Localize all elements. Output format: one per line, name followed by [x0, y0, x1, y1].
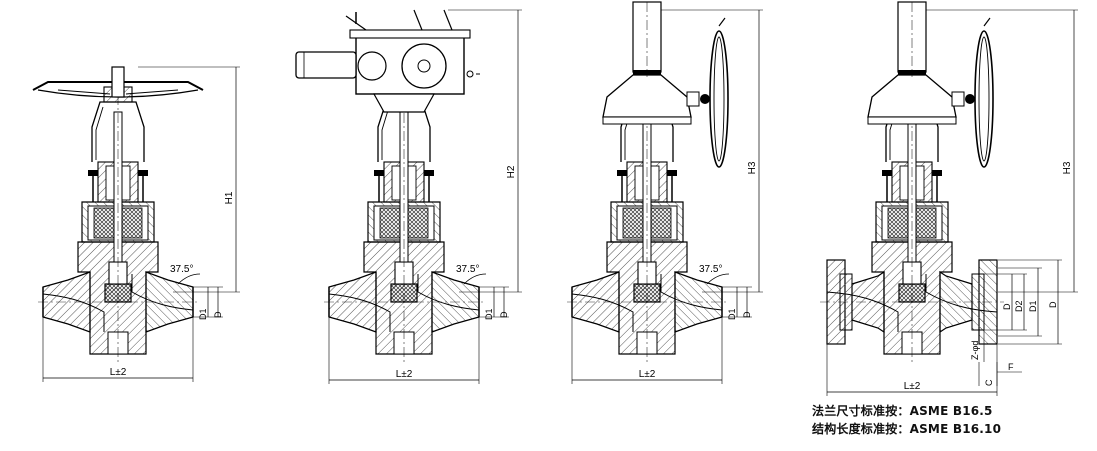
length-label: L±2: [396, 369, 413, 380]
dimension-bolt-holes: Z-φd: [970, 322, 985, 362]
view-gear-buttweld: H3 D1 D 37.5° L±2: [566, 1, 763, 384]
d-label: D: [499, 311, 509, 318]
angle-label: 37.5°: [699, 264, 722, 275]
h2-label: H2: [506, 165, 517, 178]
dimension-angle: 37.5°: [699, 264, 730, 285]
d-label: D: [1048, 301, 1058, 308]
angle-label: 37.5°: [170, 264, 193, 275]
dimension-angle: 37.5°: [456, 264, 487, 285]
dimension-d: D1 D: [479, 286, 509, 320]
length-label: L±2: [110, 367, 127, 378]
d1-label: D1: [727, 308, 737, 320]
d3-label: D: [1002, 303, 1012, 310]
d-label: D: [742, 311, 752, 318]
h3-label: H3: [747, 161, 758, 174]
h3-label: H3: [1062, 161, 1073, 174]
dimension-h1: H1: [138, 66, 240, 293]
view-electric-buttweld: H2 D1 D 37.5° L±2: [295, 9, 522, 384]
f-label: F: [1008, 362, 1014, 372]
gear-operator-icon: [602, 1, 729, 168]
d2-label: D2: [1014, 300, 1024, 312]
dimension-d: D1 D: [722, 286, 752, 320]
angle-label: 37.5°: [456, 264, 479, 275]
dimension-length: L±2: [826, 344, 998, 396]
electric-actuator-icon: [295, 9, 480, 113]
dimension-angle: 37.5°: [170, 264, 201, 285]
d-label: D: [213, 311, 223, 318]
dimension-h3: H3: [926, 9, 1078, 293]
view-handwheel-buttweld: H1 D1 D 37.5° L±2: [32, 66, 240, 382]
dimension-h3: H3: [661, 9, 763, 293]
d1-label: D1: [198, 308, 208, 320]
flange-standard-note: 法兰尺寸标准按：ASME B16.5: [812, 404, 993, 418]
gear-operator-icon: [867, 1, 994, 168]
dimension-length: L±2: [571, 317, 723, 384]
dimension-length: L±2: [328, 317, 480, 384]
c-label: C: [984, 379, 994, 386]
dimension-d: D1 D: [193, 286, 223, 320]
dimension-c-f: C F: [978, 362, 1022, 386]
length-standard-note: 结构长度标准按：ASME B16.10: [812, 422, 1002, 436]
bolt-holes-label: Z-φd: [970, 341, 980, 360]
d1-label: D1: [1028, 300, 1038, 312]
length-label: L±2: [904, 381, 921, 392]
handwheel-icon: [32, 66, 204, 98]
dimension-length: L±2: [42, 317, 194, 382]
dimension-h2: H2: [448, 9, 522, 293]
dimension-d-stack: D D2 D1 D: [984, 259, 1062, 345]
d1-label: D1: [484, 308, 494, 320]
length-label: L±2: [639, 369, 656, 380]
view-gear-flanged: H3 D D2 D1 D Z-φd C F: [819, 1, 1078, 396]
h1-label: H1: [224, 191, 235, 204]
